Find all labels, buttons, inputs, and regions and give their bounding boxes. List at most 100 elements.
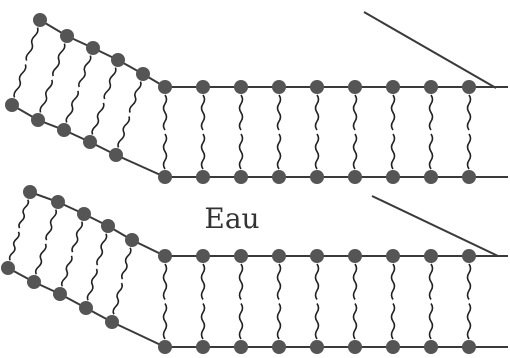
lipid-tail xyxy=(276,263,282,300)
lipid-tail xyxy=(276,94,282,131)
lipid-tail xyxy=(428,263,434,300)
lipid-tail xyxy=(65,90,80,123)
lipid-tail xyxy=(103,67,117,100)
lipid-head xyxy=(53,287,67,301)
lipid-head xyxy=(424,249,438,263)
lipid-tail xyxy=(352,133,358,170)
lipid-head xyxy=(1,261,15,275)
lipid-tail xyxy=(314,263,320,300)
lipid-head xyxy=(105,315,119,329)
lipid-head xyxy=(158,249,172,263)
lipid-tail xyxy=(60,255,73,287)
lipid-tail xyxy=(8,231,20,261)
lipid-head xyxy=(57,123,71,137)
lipid-tail xyxy=(428,303,434,340)
lipid-tail xyxy=(276,133,282,170)
top-leaflet-line xyxy=(39,19,469,88)
lipid-head xyxy=(5,98,19,112)
lipid-tail xyxy=(466,133,472,170)
lipid-head xyxy=(310,340,324,354)
lipid-tail xyxy=(428,133,434,170)
lipid-head xyxy=(196,80,210,94)
lipid-head xyxy=(111,53,125,67)
lipid-head xyxy=(77,207,91,221)
lipid-tail xyxy=(86,268,98,301)
upper-bilayer xyxy=(5,11,508,184)
lipid-head xyxy=(348,249,362,263)
lipid-head xyxy=(51,195,65,209)
lipid-head xyxy=(23,185,37,199)
lipid-tail xyxy=(466,94,472,131)
lipid-head xyxy=(158,170,172,184)
lipid-head xyxy=(27,275,41,289)
lipid-tail xyxy=(200,303,206,340)
lipid-tail xyxy=(314,303,320,340)
lipid-head xyxy=(196,170,210,184)
lipid-head xyxy=(348,80,362,94)
lipid-tail xyxy=(276,303,282,340)
lipid-head xyxy=(386,80,400,94)
lipid-head xyxy=(234,80,248,94)
lipid-head xyxy=(310,170,324,184)
lipid-head xyxy=(462,249,476,263)
lipid-tail xyxy=(117,116,131,148)
lipid-tail xyxy=(466,263,472,300)
lipid-tail xyxy=(39,79,54,113)
lipid-tail xyxy=(34,243,47,275)
lipid-head xyxy=(424,80,438,94)
lipid-tail xyxy=(120,247,132,280)
lipid-tail xyxy=(96,233,108,266)
lipid-head xyxy=(60,29,74,43)
lipid-head xyxy=(234,340,248,354)
lipid-tail xyxy=(18,199,30,229)
lipid-head xyxy=(272,80,286,94)
lipid-head xyxy=(310,249,324,263)
lipid-head xyxy=(158,340,172,354)
lipid-tail xyxy=(428,94,434,131)
lipid-head xyxy=(109,148,123,162)
lipid-head xyxy=(424,170,438,184)
lipid-tail xyxy=(162,303,168,340)
lipid-tail xyxy=(45,209,58,241)
lipid-tail xyxy=(200,94,206,131)
lipid-tail xyxy=(352,263,358,300)
lipid-head xyxy=(348,340,362,354)
lipid-tail xyxy=(390,263,396,300)
lipid-head xyxy=(424,340,438,354)
lipid-tail xyxy=(352,94,358,131)
lipid-tail xyxy=(162,133,168,170)
lipid-tail xyxy=(13,64,27,98)
lipid-head xyxy=(348,170,362,184)
lipid-tail xyxy=(238,133,244,170)
lipid-tail xyxy=(71,221,84,253)
bottom-leaflet-line xyxy=(7,267,469,348)
lipid-tail xyxy=(162,94,168,131)
lipid-tail xyxy=(238,303,244,340)
bilayers-group xyxy=(1,11,508,354)
lipid-head xyxy=(462,170,476,184)
lipid-tail xyxy=(466,303,472,340)
lipid-head xyxy=(272,340,286,354)
lipid-tail xyxy=(200,133,206,170)
lipid-tail xyxy=(390,133,396,170)
lipid-head xyxy=(101,219,115,233)
lipid-head xyxy=(234,249,248,263)
lipid-head xyxy=(79,301,93,315)
lipid-head xyxy=(386,170,400,184)
lipid-head xyxy=(31,113,45,127)
lipid-head xyxy=(272,249,286,263)
lipid-tail xyxy=(314,94,320,131)
lipid-head xyxy=(386,340,400,354)
lipid-head xyxy=(83,135,97,149)
lipid-head xyxy=(86,41,100,55)
lipid-tail xyxy=(128,81,142,113)
lipid-tail xyxy=(390,94,396,131)
lipid-tail xyxy=(390,303,396,340)
lipid-tail xyxy=(238,263,244,300)
lipid-head xyxy=(125,233,139,247)
lipid-head xyxy=(310,80,324,94)
water-label: Eau xyxy=(204,202,259,235)
lipid-head xyxy=(196,249,210,263)
lipid-tail xyxy=(314,133,320,170)
